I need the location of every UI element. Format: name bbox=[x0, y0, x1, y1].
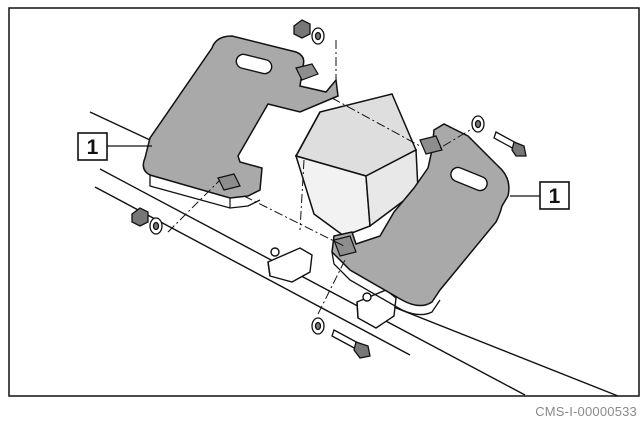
bracket-plate-left bbox=[142, 35, 339, 209]
clamp-bracket-left bbox=[267, 247, 313, 283]
bracket-plate-right bbox=[331, 123, 510, 316]
bolt-washer-right bbox=[471, 115, 527, 157]
slot-hole-right bbox=[450, 166, 488, 192]
callout-left-label: 1 bbox=[87, 136, 99, 159]
slot-hole-left bbox=[235, 53, 273, 75]
bolt-washer-bottom bbox=[311, 317, 371, 359]
callout-right: 1 bbox=[539, 181, 570, 210]
callout-right-label: 1 bbox=[549, 185, 561, 208]
document-id: CMS-I-00000533 bbox=[535, 404, 637, 419]
callout-leaders bbox=[107, 145, 540, 197]
frame-beam-upper bbox=[89, 111, 619, 397]
nut-washer-top bbox=[293, 19, 325, 45]
callout-left-box bbox=[77, 132, 108, 161]
clamp-bracket-right bbox=[356, 289, 397, 329]
callout-right-box bbox=[539, 181, 570, 210]
gearbox-housing bbox=[294, 93, 419, 237]
nut-washer-left bbox=[131, 207, 163, 235]
callout-left: 1 bbox=[77, 132, 108, 161]
diagram-border bbox=[8, 7, 640, 397]
